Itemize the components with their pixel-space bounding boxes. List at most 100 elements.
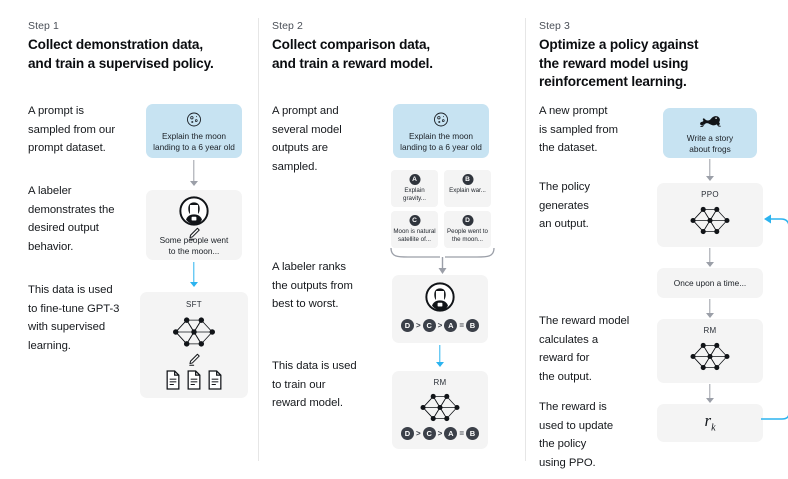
step-3-caption-3: The reward model calculates a reward for… — [539, 315, 630, 383]
step-3-reward-model-box[interactable]: RM — [657, 319, 763, 383]
step-3-title-line-2: the reward model using — [539, 55, 689, 71]
neural-network-icon — [166, 311, 222, 353]
step-1-caption-1: A prompt is sampled from our prompt data… — [28, 105, 116, 154]
moon-icon — [433, 111, 450, 128]
step-3-title-line-3: reinforcement learning. — [539, 74, 687, 89]
step-2-option-c[interactable]: C Moon is natural satellite of... — [391, 211, 438, 248]
rank-pill-a: A — [444, 427, 458, 440]
step-2-option-d[interactable]: D People went to the moon... — [444, 211, 491, 248]
step-2-option-a[interactable]: A Explain gravity... — [391, 170, 438, 207]
step-2-caption-3: This data is used to train our reward mo… — [272, 360, 357, 409]
reward-subscript: k — [711, 422, 716, 434]
step-1-model-label: SFT — [185, 300, 202, 309]
step-1-arrow-1 — [146, 160, 242, 188]
pencil-icon — [187, 352, 202, 367]
step-3-arrow-3 — [657, 299, 763, 321]
step-1-label: Step 1 — [28, 20, 59, 32]
step-3-arrow-2 — [657, 248, 763, 270]
step-1-sft-box[interactable]: SFT — [140, 292, 248, 398]
pencil-icon — [187, 226, 202, 241]
step-2-ranking-box[interactable]: D > C > A = B — [392, 275, 488, 343]
neural-network-icon — [684, 201, 736, 240]
step-1-caption-2: A labeler demonstrates the desired outpu… — [28, 185, 115, 253]
step-3-title-line-1: Optimize a policy against — [539, 37, 699, 52]
option-text-c: Moon is natural satellite of... — [393, 228, 436, 243]
labeler-avatar-icon — [179, 196, 209, 226]
rank-op-3: = — [459, 429, 464, 438]
rank-op-1: > — [415, 429, 421, 438]
step-1-caption-3: This data is used to fine-tune GPT-3 wit… — [28, 284, 120, 352]
rank-op-2: > — [437, 321, 443, 330]
option-badge-c: C — [409, 215, 420, 226]
labeler-avatar-icon — [425, 282, 455, 312]
step-2-prompt-box[interactable]: Explain the moon landing to a 6 year old — [393, 104, 489, 158]
step-1-column: Step 1 Collect demonstration data, and t… — [0, 0, 258, 479]
step-2-title-line-2: and train a reward model. — [272, 55, 433, 71]
step-3-prompt-line-2: about frogs — [689, 144, 731, 154]
rank-pill-a: A — [444, 319, 458, 332]
step-2-title-line-1: Collect comparison data, — [272, 37, 431, 52]
option-text-d: People went to the moon... — [447, 228, 488, 243]
step-2-merge-connector — [388, 247, 498, 276]
rank-op-2: > — [437, 429, 443, 438]
option-badge-b: B — [462, 174, 473, 185]
step-1-labeler-box[interactable]: Some people went to the moon... — [146, 190, 242, 260]
option-badge-a: A — [409, 174, 420, 185]
step-1-prompt-line-1: Explain the moon — [161, 131, 227, 141]
step-2-caption-1: A prompt and several model outputs are s… — [272, 105, 342, 173]
step-2-label: Step 2 — [272, 20, 303, 32]
step-2-option-b[interactable]: B Explain war... — [444, 170, 491, 207]
option-text-b: Explain war... — [449, 187, 486, 194]
neural-network-icon — [684, 337, 736, 376]
step-3-label: Step 3 — [539, 20, 570, 32]
rank-pill-b: B — [466, 319, 479, 332]
step-1-prompt-box[interactable]: Explain the moon landing to a 6 year old — [146, 104, 242, 158]
step-2-prompt-line-1: Explain the moon — [408, 131, 474, 141]
step-3-arrow-4 — [657, 384, 763, 406]
step-3-caption-1: A new prompt is sampled from the dataset… — [539, 105, 618, 154]
step-1-prompt-line-2: landing to a 6 year old — [153, 142, 235, 152]
step-3-output-text: Once upon a time... — [673, 278, 747, 288]
rank-pill-c: C — [422, 427, 436, 440]
option-badge-d: D — [462, 215, 473, 226]
moon-icon — [186, 111, 203, 128]
step-2-column: Step 2 Collect comparison data, and trai… — [258, 0, 525, 479]
step-3-policy-label: PPO — [701, 190, 719, 199]
step-3-rm-label: RM — [703, 326, 717, 335]
step-2-caption-2: A labeler ranks the outputs from best to… — [272, 261, 353, 310]
step-3-caption-4: The reward is used to update the policy … — [539, 401, 614, 469]
neural-network-icon — [414, 388, 466, 427]
step-1-labeler-line-2: to the moon... — [168, 246, 220, 256]
step-1-title-line-1: Collect demonstration data, — [28, 37, 203, 52]
rank-pill-b: B — [466, 427, 479, 440]
step-3-prompt-box[interactable]: Write a story about frogs — [663, 108, 757, 158]
column-divider-1 — [258, 18, 259, 461]
step-1-title-line-2: and train a supervised policy. — [28, 55, 214, 71]
column-divider-2 — [525, 18, 526, 461]
step-3-policy-box[interactable]: PPO — [657, 183, 763, 247]
step-3-output-box[interactable]: Once upon a time... — [657, 268, 763, 298]
rank-pill-d: D — [400, 319, 414, 332]
rank-op-1: > — [415, 321, 421, 330]
step-1-labeler-line-1: Some people went — [159, 235, 229, 245]
step-1-arrow-2 — [146, 262, 242, 290]
documents-icon — [165, 370, 224, 390]
step-3-feedback-loop — [761, 205, 788, 420]
step-3-column: Step 3 Optimize a policy against the rew… — [525, 0, 788, 479]
reward-symbol: r — [704, 411, 712, 430]
step-3-prompt-line-1: Write a story — [686, 133, 734, 143]
step-2-reward-model-box[interactable]: RM — [392, 371, 488, 449]
step-2-prompt-line-2: landing to a 6 year old — [400, 142, 482, 152]
option-text-a: Explain gravity... — [403, 187, 426, 202]
step-2-rm-ranking-row: D > C > A = B — [392, 427, 488, 440]
step-3-arrow-1 — [663, 159, 757, 183]
step-3-reward-box[interactable]: rk — [657, 404, 763, 442]
rank-pill-c: C — [422, 319, 436, 332]
rank-pill-d: D — [400, 427, 414, 440]
step-2-ranking-row: D > C > A = B — [392, 319, 488, 332]
step-3-caption-2: The policy generates an output. — [539, 181, 590, 230]
rank-op-3: = — [459, 321, 464, 330]
step-2-arrow-2 — [392, 345, 488, 371]
frog-icon — [699, 114, 721, 129]
